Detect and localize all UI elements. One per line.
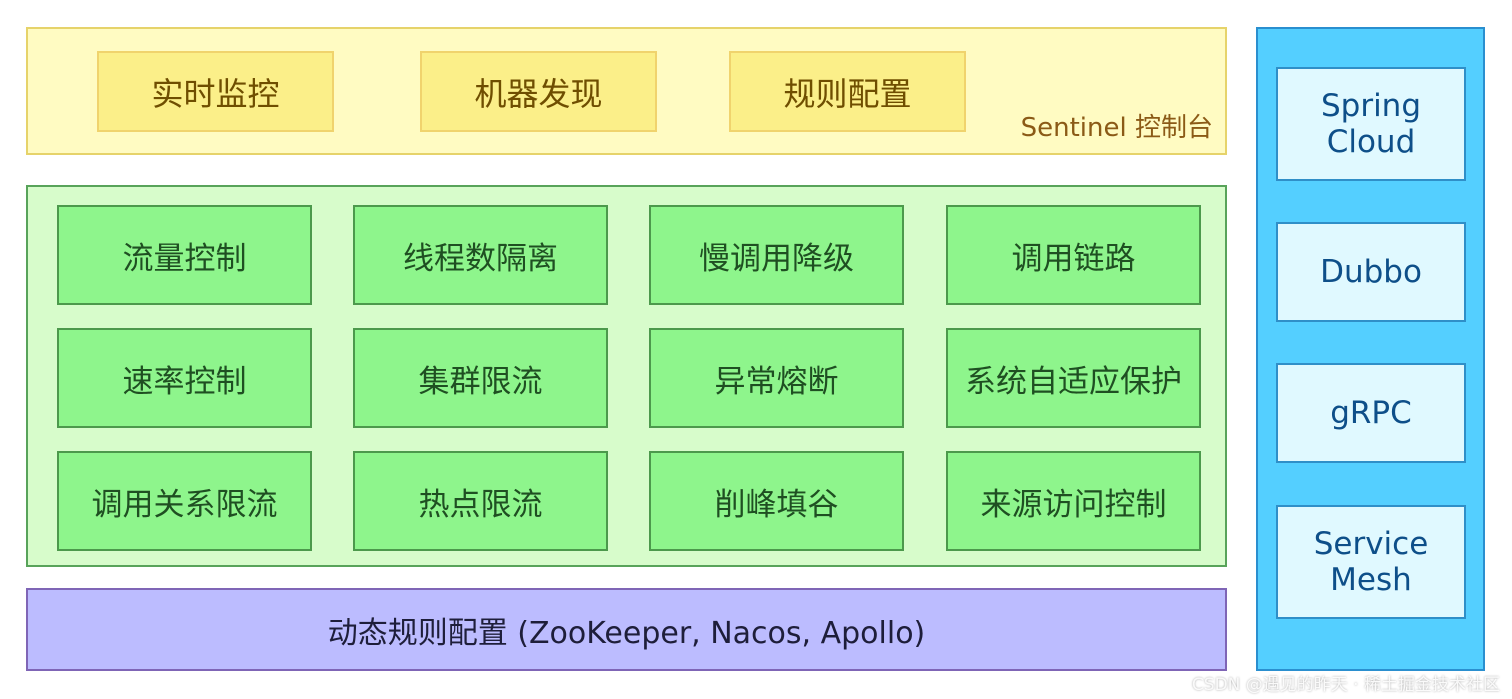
feature-rate-control: 速率控制 <box>57 328 312 428</box>
feature-exception-circuit-break: 异常熔断 <box>649 328 904 428</box>
framework-service-mesh: Service Mesh <box>1276 505 1466 619</box>
watermark: CSDN @遇见的昨天 · 稀土掘金技术社区 <box>1191 675 1500 695</box>
console-item-realtime-monitoring: 实时监控 <box>97 51 334 132</box>
feature-call-chain: 调用链路 <box>946 205 1201 305</box>
feature-hotspot-limit: 热点限流 <box>353 451 608 551</box>
feature-system-adaptive-protection: 系统自适应保护 <box>946 328 1201 428</box>
console-item-machine-discovery: 机器发现 <box>420 51 657 132</box>
framework-grpc: gRPC <box>1276 363 1466 463</box>
console-title: Sentinel 控制台 <box>1020 113 1213 143</box>
feature-flow-control: 流量控制 <box>57 205 312 305</box>
dynamic-rule-config-bar: 动态规则配置 (ZooKeeper, Nacos, Apollo) <box>26 588 1227 671</box>
feature-slow-call-degrade: 慢调用降级 <box>649 205 904 305</box>
console-item-rule-config: 规则配置 <box>729 51 966 132</box>
feature-peak-shaving: 削峰填谷 <box>649 451 904 551</box>
core-features-panel: 流量控制 线程数隔离 慢调用降级 调用链路 速率控制 集群限流 异常熔断 系统自… <box>26 185 1227 567</box>
framework-spring-cloud: Spring Cloud <box>1276 67 1466 181</box>
framework-dubbo: Dubbo <box>1276 222 1466 322</box>
feature-relation-limit: 调用关系限流 <box>57 451 312 551</box>
feature-cluster-limit: 集群限流 <box>353 328 608 428</box>
sentinel-console-panel: 实时监控 机器发现 规则配置 Sentinel 控制台 <box>26 27 1227 155</box>
feature-thread-isolation: 线程数隔离 <box>353 205 608 305</box>
feature-origin-access-control: 来源访问控制 <box>946 451 1201 551</box>
framework-adapters-panel: Spring Cloud Dubbo gRPC Service Mesh <box>1256 27 1485 671</box>
